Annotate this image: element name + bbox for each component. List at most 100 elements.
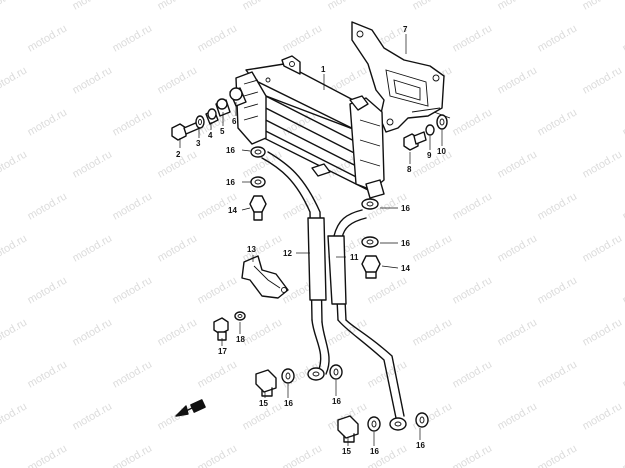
callout-16-g: 16 — [370, 447, 379, 456]
watermark-text: motod.ru — [0, 148, 29, 180]
union-bolt-14-right[interactable] — [361, 255, 381, 279]
watermark-text: motod.ru — [111, 274, 155, 306]
callout-16-f: 16 — [332, 397, 341, 406]
washer-3[interactable] — [195, 115, 205, 129]
callout-7: 7 — [403, 25, 408, 34]
watermark-text: motod.ru — [411, 0, 455, 13]
watermark-text: motod.ru — [451, 358, 495, 390]
watermark-text: motod.ru — [411, 316, 455, 348]
watermark-text: motod.ru — [71, 0, 115, 13]
watermark-text: motod.ru — [0, 316, 29, 348]
gasket-16-bottom-left-2[interactable] — [329, 364, 343, 380]
watermark-text: motod.ru — [71, 400, 115, 432]
watermark-text: motod.ru — [496, 0, 540, 13]
watermark-text: motod.ru — [156, 64, 200, 96]
cooler-bracket[interactable] — [351, 21, 445, 133]
watermark-text: motod.ru — [0, 400, 29, 432]
watermark-text: motod.ru — [326, 0, 370, 13]
collar-10[interactable] — [436, 114, 448, 130]
watermark-text: motod.ru — [111, 190, 155, 222]
watermark-text: motod.ru — [581, 316, 625, 348]
spacer-4[interactable] — [205, 108, 219, 125]
watermark-text: motod.ru — [621, 274, 625, 306]
watermark-text: motod.ru — [536, 274, 580, 306]
callout-16-d: 16 — [401, 239, 410, 248]
watermark-text: motod.ru — [581, 400, 625, 432]
callout-16-c: 16 — [401, 204, 410, 213]
watermark-text: motod.ru — [451, 190, 495, 222]
grommet-6[interactable] — [229, 87, 247, 107]
watermark-text: motod.ru — [26, 442, 70, 468]
callout-6: 6 — [232, 117, 237, 126]
hose-clamp-13[interactable] — [241, 255, 289, 299]
watermark-text: motod.ru — [26, 106, 70, 138]
watermark-text: motod.ru — [71, 232, 115, 264]
watermark-text: motod.ru — [451, 106, 495, 138]
watermark-text: motod.ru — [496, 64, 540, 96]
union-bolt-14-left[interactable] — [249, 195, 267, 221]
collar-5[interactable] — [215, 98, 231, 117]
union-bolt-15-left[interactable] — [255, 369, 277, 397]
callout-16-h: 16 — [416, 441, 425, 450]
washer-9[interactable] — [425, 124, 435, 136]
watermark-text: motod.ru — [411, 148, 455, 180]
watermark-text: motod.ru — [241, 0, 285, 13]
watermark-text: motod.ru — [451, 22, 495, 54]
watermark-text: motod.ru — [71, 64, 115, 96]
watermark-text: motod.ru — [71, 316, 115, 348]
watermark-text: motod.ru — [156, 316, 200, 348]
oil-hose-11[interactable] — [327, 209, 407, 431]
watermark-text: motod.ru — [581, 148, 625, 180]
watermark-text: motod.ru — [111, 442, 155, 468]
union-bolt-15-right[interactable] — [337, 415, 359, 443]
callout-14-left: 14 — [228, 206, 237, 215]
callout-16-a: 16 — [226, 146, 235, 155]
watermark-text: motod.ru — [536, 358, 580, 390]
watermark-text: motod.ru — [26, 190, 70, 222]
bolt-8[interactable] — [403, 131, 427, 151]
watermark-text: motod.ru — [71, 148, 115, 180]
gasket-16-bottom-left-1[interactable] — [281, 368, 295, 384]
gasket-16-left-1[interactable] — [250, 146, 266, 158]
watermark-text: motod.ru — [111, 358, 155, 390]
bolt-17[interactable] — [213, 317, 229, 341]
gasket-16-left-2[interactable] — [250, 176, 266, 188]
washer-18[interactable] — [234, 311, 246, 321]
watermark-text: motod.ru — [156, 0, 200, 13]
callout-15-right: 15 — [342, 447, 351, 456]
oil-cooler[interactable] — [235, 55, 385, 199]
gasket-16-right-2[interactable] — [361, 236, 379, 248]
callout-15-left: 15 — [259, 399, 268, 408]
callout-14-right: 14 — [401, 264, 410, 273]
watermark-text: motod.ru — [0, 232, 29, 264]
callout-10: 10 — [437, 147, 446, 156]
gasket-16-right-1[interactable] — [361, 198, 379, 210]
watermark-text: motod.ru — [281, 22, 325, 54]
watermark-text: motod.ru — [621, 106, 625, 138]
watermark-text: motod.ru — [496, 148, 540, 180]
oil-hose-12[interactable] — [261, 151, 330, 381]
callout-3: 3 — [196, 139, 201, 148]
watermark-text: motod.ru — [241, 316, 285, 348]
gasket-16-bottom-right-2[interactable] — [415, 412, 429, 428]
watermark-text: motod.ru — [196, 22, 240, 54]
callout-16-b: 16 — [226, 178, 235, 187]
callout-4: 4 — [208, 131, 213, 140]
watermark-text: motod.ru — [536, 442, 580, 468]
callout-18: 18 — [236, 335, 245, 344]
gasket-16-bottom-right-1[interactable] — [367, 416, 381, 432]
watermark-text: motod.ru — [496, 232, 540, 264]
watermark-text: motod.ru — [366, 274, 410, 306]
watermark-text: motod.ru — [196, 442, 240, 468]
watermark-text: motod.ru — [26, 358, 70, 390]
callout-13: 13 — [247, 245, 256, 254]
callout-1: 1 — [321, 65, 326, 74]
callout-16-e: 16 — [284, 399, 293, 408]
watermark-text: motod.ru — [111, 106, 155, 138]
watermark-text: motod.ru — [451, 274, 495, 306]
callout-5: 5 — [220, 127, 225, 136]
watermark-text: motod.ru — [0, 64, 29, 96]
callout-labels: 1 2 3 4 5 6 7 8 9 10 11 12 13 14 14 15 1… — [176, 25, 446, 456]
